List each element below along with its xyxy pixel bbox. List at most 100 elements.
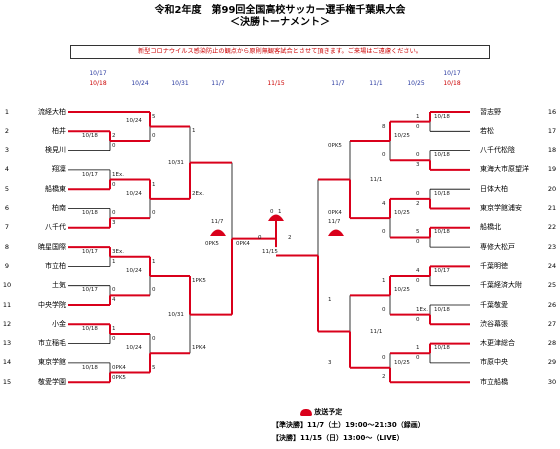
team-number-right: 18 — [547, 146, 557, 155]
team-number-left: 9 — [4, 261, 10, 270]
team-name-right: 船橋北 — [480, 223, 501, 232]
r1-score-top-left: 1 — [112, 325, 116, 332]
right-qf-broadcast-date: 11/7 — [328, 219, 341, 225]
r3-score-top-right: 0PK5 — [328, 142, 342, 149]
r2-score-bot-left: 5 — [152, 364, 156, 371]
team-name-right: 渋谷幕張 — [480, 319, 508, 328]
team-name-right: 市原中央 — [480, 358, 508, 367]
legend-semifinal: 【準決勝】11/7（土）19:00～21:30（録画） — [272, 421, 425, 429]
team-name-left: 敬愛学園 — [38, 377, 66, 386]
team-number-right: 26 — [547, 300, 557, 309]
r2-score-bot-right: 0 — [382, 229, 386, 236]
team-number-left: 12 — [2, 319, 12, 328]
r3-score-bot-left: 1PK4 — [192, 345, 206, 352]
team-number-right: 30 — [547, 377, 557, 386]
team-number-left: 10 — [2, 281, 12, 290]
r1-score-top-right: 4 — [416, 268, 420, 275]
team-name-right: 専修大松戸 — [480, 242, 515, 251]
r1-date-right: 10/18 — [434, 229, 450, 236]
r2-score-top-right: 1 — [382, 278, 386, 285]
r2-date-left: 10/24 — [126, 118, 142, 125]
r1-score-top-right: 1 — [416, 345, 420, 352]
r3-date-left: 10/31 — [168, 311, 184, 318]
r1-date-left: 10/17 — [82, 287, 98, 294]
team-number-left: 14 — [2, 358, 12, 367]
team-number-right: 22 — [547, 223, 557, 232]
team-number-left: 2 — [4, 126, 10, 135]
team-name-left: 柏南 — [52, 204, 66, 212]
team-name-left: 土気 — [52, 281, 66, 290]
qf-score-left-a: 0PK5 — [205, 240, 219, 247]
final-score-right: 2 — [288, 235, 292, 242]
team-name-right: 習志野 — [480, 107, 501, 116]
r2-date-right: 10/25 — [394, 359, 410, 366]
header-final: 11/15 — [267, 80, 285, 87]
team-number-right: 27 — [547, 319, 557, 328]
r2-date-right: 10/25 — [394, 132, 410, 139]
r1-date-right: 10/18 — [434, 113, 450, 120]
team-number-right: 29 — [547, 358, 557, 367]
r3-score-bot-right: 3 — [328, 359, 332, 366]
r1-score-top-right: 0 — [416, 190, 420, 197]
r1-score-top-left: 0PK4 — [112, 364, 126, 371]
team-name-left: 市立柏 — [45, 261, 66, 270]
team-name-right: 木更津総合 — [480, 339, 515, 348]
r2-score-bot-right: 0 — [382, 152, 386, 159]
r2-score-top-left: 1 — [152, 258, 156, 265]
final-score-top-b: 1 — [278, 209, 282, 216]
notice-banner: 新型コロナウイルス感染防止の観点から原則無観客試合とさせて頂きます。ご来場はご遠… — [70, 45, 490, 59]
team-number-left: 5 — [4, 184, 10, 193]
r1-score-bot-right: 2 — [416, 200, 420, 207]
team-name-right: 千葉明徳 — [480, 261, 508, 270]
header-right-r3: 11/1 — [369, 80, 383, 87]
team-number-left: 13 — [2, 339, 12, 348]
r2-score-top-left: 0 — [152, 335, 156, 342]
broadcast-icon-right-semifinal — [328, 229, 344, 236]
team-number-left: 4 — [4, 165, 10, 174]
r2-score-bot-right: 2 — [382, 374, 386, 381]
page-subtitle: ＜決勝トーナメント＞ — [230, 17, 330, 28]
header-left-r3: 10/31 — [171, 80, 189, 87]
team-number-left: 3 — [4, 146, 10, 155]
team-number-right: 25 — [547, 281, 557, 290]
r1-score-bot-left: 0 — [112, 335, 116, 342]
r1-score-top-right: 1Ex. — [416, 306, 428, 313]
r3-score-top-left: 1PK5 — [192, 278, 206, 285]
r1-score-bot-left: 3 — [112, 220, 116, 227]
r1-date-left: 10/18 — [82, 210, 98, 217]
r1-date-left: 10/18 — [82, 325, 98, 332]
header-right-r1-date-a: 10/17 — [443, 70, 461, 77]
team-name-right: 千葉経済大附 — [480, 281, 522, 290]
r1-score-top-left: 0 — [112, 210, 116, 217]
r2-date-right: 10/25 — [394, 287, 410, 294]
header-right-qf: 11/7 — [331, 80, 345, 87]
header-right-r1-date-b: 10/18 — [443, 80, 461, 87]
r1-score-top-left: 1Ex. — [112, 171, 124, 178]
r1-date-right: 10/18 — [434, 306, 450, 313]
r1-score-bot-left: 0PK5 — [112, 374, 126, 381]
header-left-r1-date-b: 10/18 — [89, 80, 107, 87]
r2-score-top-left: 5 — [152, 114, 156, 120]
broadcast-icon — [300, 408, 312, 416]
r1-score-bot-right: 3 — [416, 162, 420, 169]
r3-score-top-left: 1 — [192, 128, 196, 135]
r1-score-top-left: 3Ex. — [112, 248, 124, 255]
team-number-left: 6 — [4, 204, 10, 212]
team-name-left: 柏井 — [52, 126, 66, 135]
left-qf-broadcast-date: 11/7 — [211, 219, 224, 225]
team-number-left: 11 — [2, 300, 12, 309]
final-score-left: 0 — [258, 235, 262, 242]
r2-score-bot-left: 0 — [152, 287, 156, 294]
r2-score-top-right: 8 — [382, 123, 386, 130]
final-date: 11/15 — [262, 249, 278, 256]
r1-date-right: 10/18 — [434, 152, 450, 159]
team-name-right: 東海大市原望洋 — [480, 165, 529, 174]
team-name-left: 翔凜 — [52, 165, 66, 174]
r1-score-top-left: 2 — [112, 132, 116, 139]
team-name-right: 若松 — [480, 126, 494, 135]
r1-date-left: 10/17 — [82, 248, 98, 255]
r1-date-right: 10/18 — [434, 190, 450, 197]
r1-score-top-right: 5 — [416, 229, 420, 236]
header-right-r2: 10/25 — [407, 80, 425, 87]
header-left-r1-date-a: 10/17 — [89, 70, 107, 77]
